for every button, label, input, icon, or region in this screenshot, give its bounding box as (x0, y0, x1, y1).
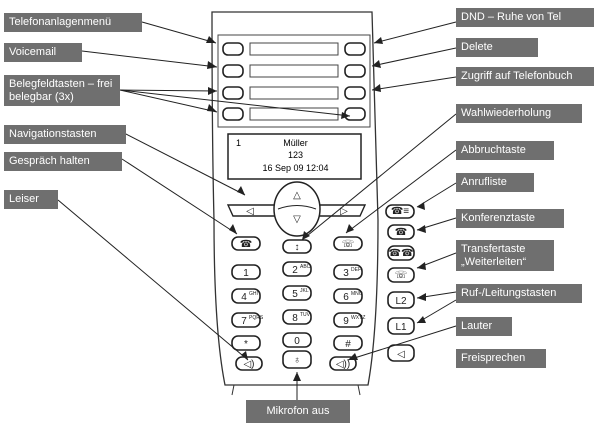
label-gespraech-halten: Gespräch halten (4, 152, 122, 171)
lcd-line-number: 1 (236, 138, 242, 148)
keypad-key-digit: 2 (292, 265, 298, 276)
cancel-handset-icon: ☏ (342, 239, 355, 250)
volume-up-icon: ◁)) (336, 359, 350, 370)
right-column-keys (385, 204, 415, 362)
label-strips (249, 42, 339, 121)
keypad-key-digit: * (244, 339, 248, 350)
speaker-icon: ◁ (397, 349, 405, 360)
lcd-display (227, 133, 362, 180)
label-anrufliste: Anrufliste (456, 173, 534, 192)
nav-down-icon: ▽ (293, 214, 301, 225)
hold-icon: ☎ (240, 239, 252, 250)
bottom-row (235, 350, 357, 371)
keypad-key-letters: WXYZ (351, 315, 365, 321)
mute-toggle-icon: ↕ (295, 242, 300, 253)
line-key-l2: L2 (395, 296, 407, 307)
leader-lines (57, 21, 457, 400)
keypad-key-digit: 1 (243, 268, 249, 279)
volume-down-icon: ◁) (243, 359, 254, 370)
nav-left-icon: ◁ (246, 206, 254, 217)
conference-icon: ☎ (395, 227, 407, 238)
lcd-name: Müller (283, 138, 308, 148)
navigation-keys (226, 181, 367, 237)
call-list-icon: ☎≡ (391, 206, 409, 217)
function-row (231, 236, 363, 254)
field-keys-left (222, 42, 244, 121)
microphone-icon: ♁ (293, 355, 301, 366)
keypad-key-letters: GHI (249, 291, 258, 297)
label-telefonbuch: Zugriff auf Telefonbuch (456, 67, 594, 86)
label-transfertaste: Transfertaste „Weiterleiten“ (456, 240, 554, 271)
keypad-key-digit: 7 (241, 316, 247, 327)
keypad-key-digit: 4 (241, 292, 247, 303)
label-lauter: Lauter (456, 317, 512, 336)
leader-arrowheads (206, 36, 426, 381)
transfer-icon: ☎☎ (389, 248, 414, 259)
label-abbruchtaste: Abbruchtaste (456, 141, 554, 160)
line-key-l1: L1 (395, 322, 407, 333)
keypad-key-1: 1 (231, 264, 261, 280)
field-keys-right (344, 42, 366, 121)
keypad-key-digit: 8 (292, 313, 298, 324)
label-freisprechen: Freisprechen (456, 349, 546, 368)
label-konferenztaste: Konferenztaste (456, 209, 564, 228)
label-wahlwiederholung: Wahlwiederholung (456, 104, 582, 123)
keypad-key-letters: MNO (351, 291, 363, 297)
forward-icon: ☏ (395, 270, 408, 281)
keypad-key-star: * (231, 335, 261, 351)
keypad-key-letters: TUV (300, 312, 311, 318)
keypad-key-hash: # (333, 335, 363, 351)
keypad-key-digit: 6 (343, 292, 349, 303)
label-leiser: Leiser (4, 190, 58, 209)
keypad-key-digit: # (345, 339, 351, 350)
label-telefonanlagenmenu: Telefonanlagenmenü (4, 13, 142, 32)
keypad-key-digit: 5 (292, 289, 298, 300)
keypad-key-letters: DEF (351, 267, 361, 273)
label-ruf-leitungstasten: Ruf-/Leitungstasten (456, 284, 582, 303)
label-voicemail: Voicemail (4, 43, 82, 62)
lcd-datetime: 16 Sep 09 12:04 (262, 163, 329, 173)
keypad-key-digit: 9 (343, 316, 349, 327)
keypad-key-digit: 0 (294, 336, 300, 347)
keypad-key-letters: PQRS (249, 315, 264, 321)
nav-up-icon: △ (293, 190, 301, 201)
keypad-key-letters: ABC (300, 264, 311, 270)
label-dnd: DND – Ruhe von Tel (456, 8, 594, 27)
keypad-key-0: 0 (282, 332, 312, 348)
keypad-key-digit: 3 (343, 268, 349, 279)
nav-right-icon: ▷ (340, 206, 348, 217)
label-mikrofon-aus: Mikrofon aus (246, 400, 350, 423)
label-belegfeldtasten: Belegfeldtasten – frei belegbar (3x) (4, 75, 120, 106)
keypad-key-letters: JKL (300, 288, 309, 294)
lcd-number: 123 (287, 150, 304, 160)
label-navigationstasten: Navigationstasten (4, 125, 126, 144)
label-delete: Delete (456, 38, 538, 57)
